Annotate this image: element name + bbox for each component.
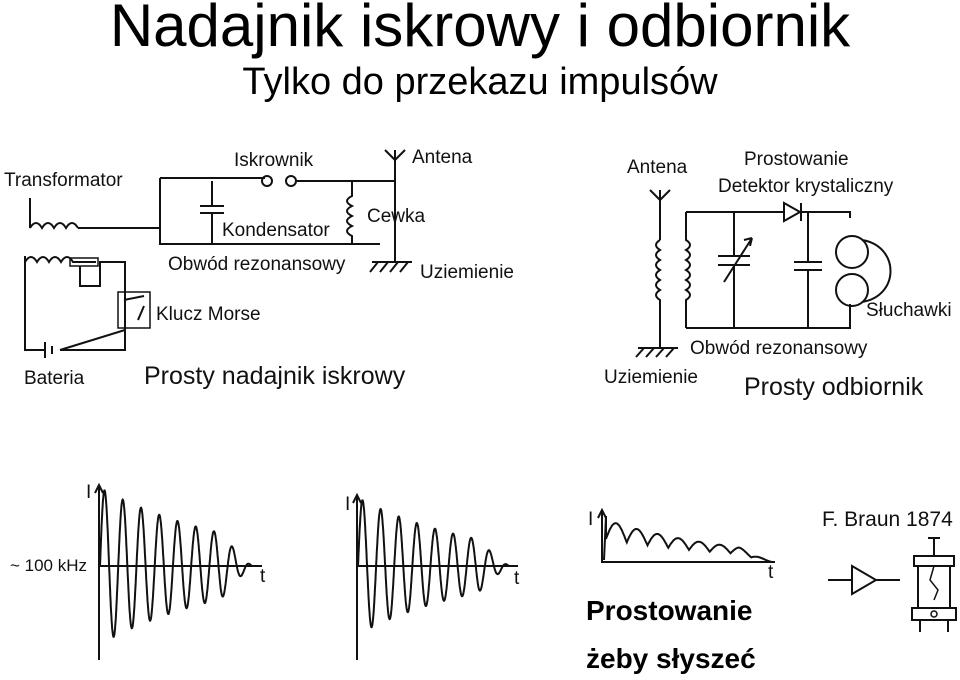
rectification-label: Prostowanie <box>744 149 849 170</box>
spark-gap-left <box>261 175 273 187</box>
rx-primary-coil <box>655 239 662 340</box>
waveform-2: I t <box>345 492 520 660</box>
page-title: Nadajnik iskrowy i odbiornik <box>109 0 851 59</box>
waveform-3-axis-t: t <box>768 562 774 583</box>
page-subtitle: Tylko do przekazu impulsów <box>242 61 718 103</box>
spark-gap-right <box>285 175 297 187</box>
headphones-label: Słuchawki <box>866 300 952 321</box>
rx-antenna-icon <box>649 189 671 240</box>
waveform-2-axis-i: I <box>345 494 350 515</box>
rx-resonant-circuit-label: Obwód rezonansowy <box>690 338 868 359</box>
rx-antenna-label: Antena <box>627 157 688 178</box>
headphone-band <box>861 239 892 303</box>
rx-secondary-coil <box>684 212 691 328</box>
antenna-icon <box>384 149 406 161</box>
morse-key-icon <box>117 291 151 329</box>
transformer-secondary-coil <box>29 178 380 245</box>
morse-key-lever <box>123 295 145 321</box>
waveform-1-axis-t: t <box>260 566 266 587</box>
coil-label: Cewka <box>367 206 426 227</box>
rx-bottom-wire <box>686 304 851 329</box>
waveform-1: I t ~ 100 kHz <box>10 482 266 660</box>
waveform-2-axes <box>352 492 518 660</box>
waveform-2-curve <box>357 499 512 629</box>
headphone-right-icon <box>835 273 869 307</box>
waveform-3-axis-i: I <box>588 509 593 530</box>
waveform-3-curve <box>603 515 773 563</box>
tx-ground-label: Uziemienie <box>420 262 514 283</box>
waveform-3: I t <box>588 507 775 583</box>
waveform-1-curve <box>99 489 255 639</box>
rx-capacitor-icon <box>794 212 822 328</box>
transmitter-diagram: Transformator Iskrownik Antena Kondensat… <box>4 147 514 390</box>
rx-ground-label: Uziemienie <box>604 367 698 388</box>
crystal-detector-label: Detektor krystaliczny <box>718 176 894 197</box>
receiver-caption: Prosty odbiornik <box>744 373 924 401</box>
tank-coil-icon <box>346 181 355 244</box>
rectification-note-line2: żeby słyszeć <box>586 643 756 674</box>
spark-gap-label: Iskrownik <box>234 150 314 171</box>
braun-section: F. Braun 1874 <box>822 508 957 632</box>
primary-coil-icon <box>24 256 96 351</box>
frequency-label: ~ 100 kHz <box>10 556 87 575</box>
waveform-1-axis-i: I <box>86 482 91 503</box>
ground-icon <box>369 181 412 273</box>
battery-label: Bateria <box>24 368 85 389</box>
receiver-diagram: Antena Prostowanie Detektor krystaliczny… <box>604 149 952 401</box>
waveform-2-axis-t: t <box>514 568 520 589</box>
crystal-detector-icon <box>783 201 803 223</box>
tx-antenna-label: Antena <box>412 147 473 168</box>
interrupter-core <box>69 257 99 267</box>
headphone-left-icon <box>835 235 869 269</box>
rx-ground-icon <box>635 340 678 358</box>
morse-key-label: Klucz Morse <box>156 304 261 325</box>
braun-label: F. Braun 1874 <box>822 508 953 531</box>
capacitor-label: Kondensator <box>222 220 330 241</box>
transmitter-caption: Prosty nadajnik iskrowy <box>144 362 406 390</box>
rx-top-wire <box>686 211 851 218</box>
capacitor-icon <box>200 181 224 244</box>
transformer-label: Transformator <box>4 170 123 191</box>
waveform-3-axes <box>597 507 775 563</box>
rectification-note-line1: Prostowanie <box>586 595 752 626</box>
diode-symbol-icon <box>828 564 900 596</box>
interrupter-wire <box>59 261 126 351</box>
crystal-detector-device-icon <box>911 537 957 632</box>
variable-capacitor-icon <box>718 212 753 328</box>
tx-resonant-circuit-label: Obwód rezonansowy <box>168 254 346 275</box>
battery-icon <box>44 330 126 358</box>
waveform-1-axes <box>94 482 262 660</box>
